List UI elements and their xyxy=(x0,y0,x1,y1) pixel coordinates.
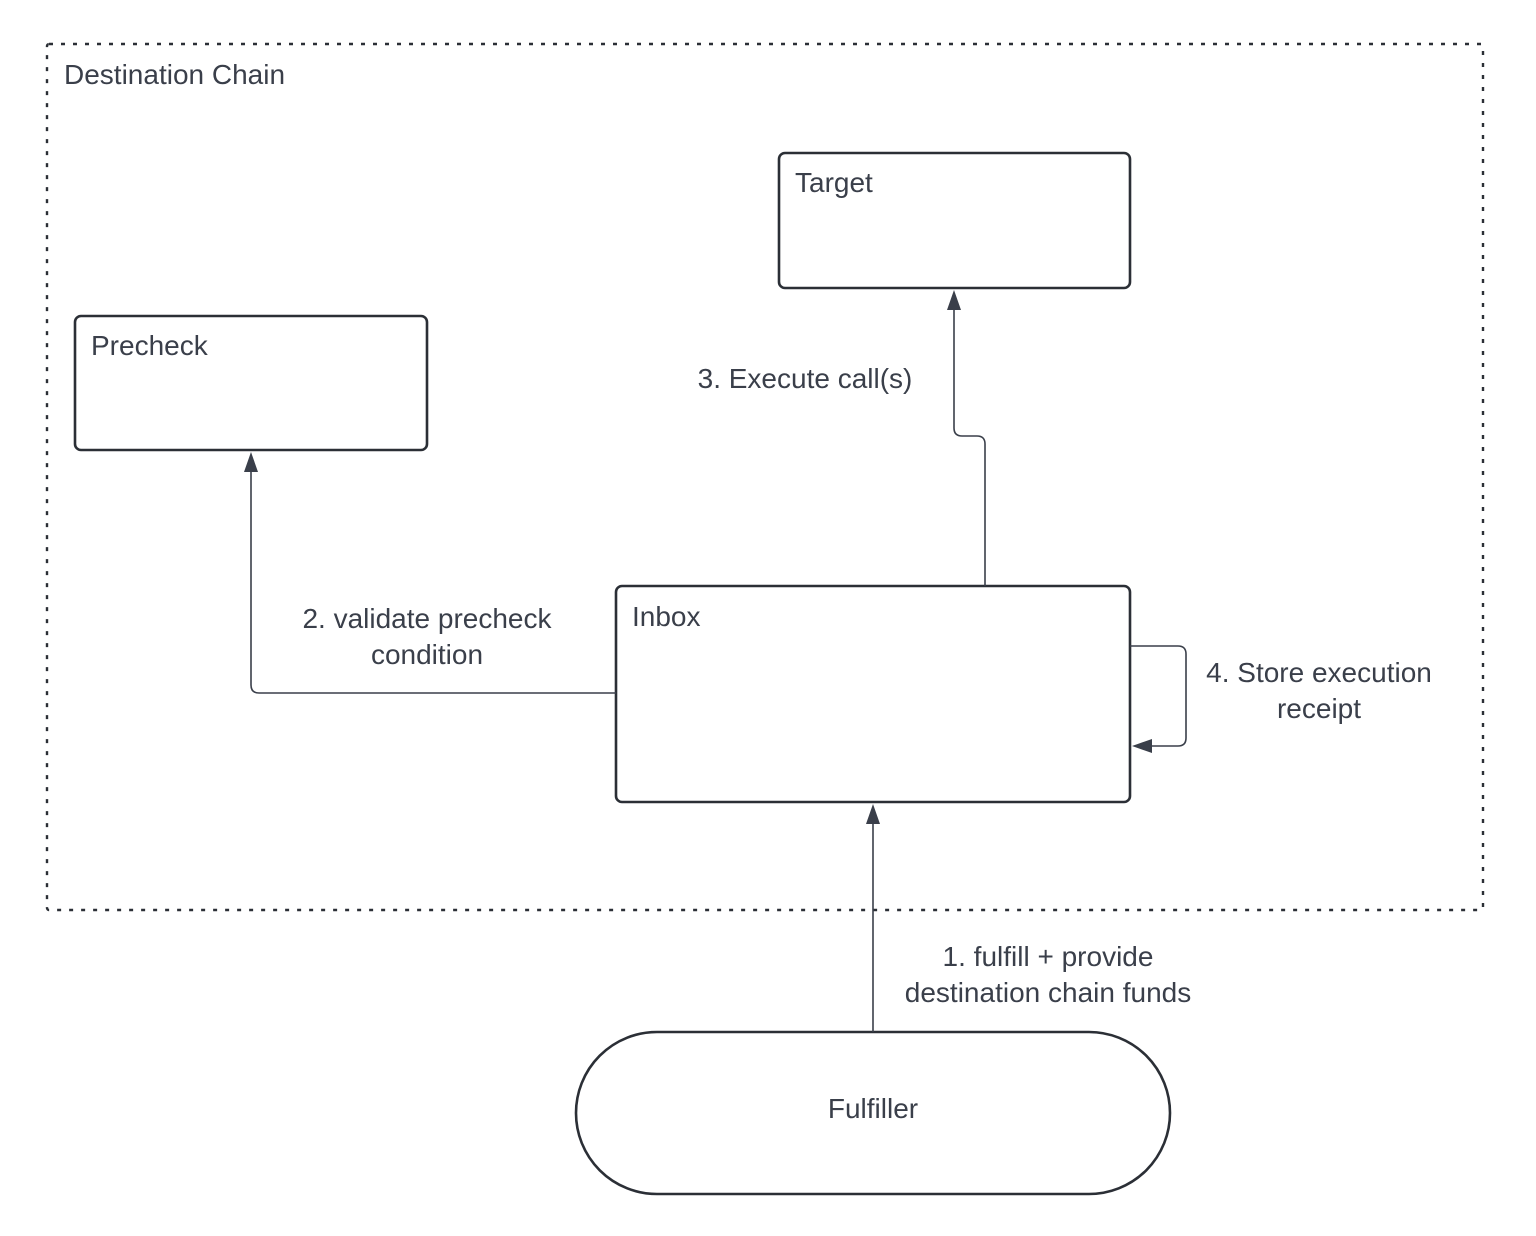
edge-label-step1-line2: destination chain funds xyxy=(905,977,1191,1008)
arrowhead-up-icon xyxy=(244,452,258,472)
arrowhead-up-icon xyxy=(866,804,880,824)
edge-label-step1-line1: 1. fulfill + provide xyxy=(943,941,1154,972)
fulfiller-node-label: Fulfiller xyxy=(828,1093,918,1124)
edge-label-step2-line2: condition xyxy=(371,639,483,670)
inbox-node[interactable] xyxy=(614,584,1132,804)
arrowhead-left-icon xyxy=(1132,739,1152,753)
edge-label-step4-line1: 4. Store execution xyxy=(1206,657,1432,688)
edge-label-step4-line2: receipt xyxy=(1277,693,1361,724)
edge-label-step2-line1: 2. validate precheck xyxy=(302,603,552,634)
precheck-node-label: Precheck xyxy=(91,330,209,361)
arrowhead-up-icon xyxy=(947,290,961,310)
destination-chain-frame xyxy=(45,42,1485,912)
precheck-node[interactable] xyxy=(73,314,429,452)
edge-inbox-to-target xyxy=(953,310,986,586)
target-node[interactable] xyxy=(777,151,1132,290)
edge-inbox-self-loop xyxy=(1130,645,1187,747)
target-node-label: Target xyxy=(795,167,873,198)
edge-label-step3: 3. Execute call(s) xyxy=(698,363,913,394)
inbox-node-label: Inbox xyxy=(632,601,701,632)
edge-inbox-to-precheck xyxy=(250,472,616,694)
destination-chain-label: Destination Chain xyxy=(64,59,285,90)
